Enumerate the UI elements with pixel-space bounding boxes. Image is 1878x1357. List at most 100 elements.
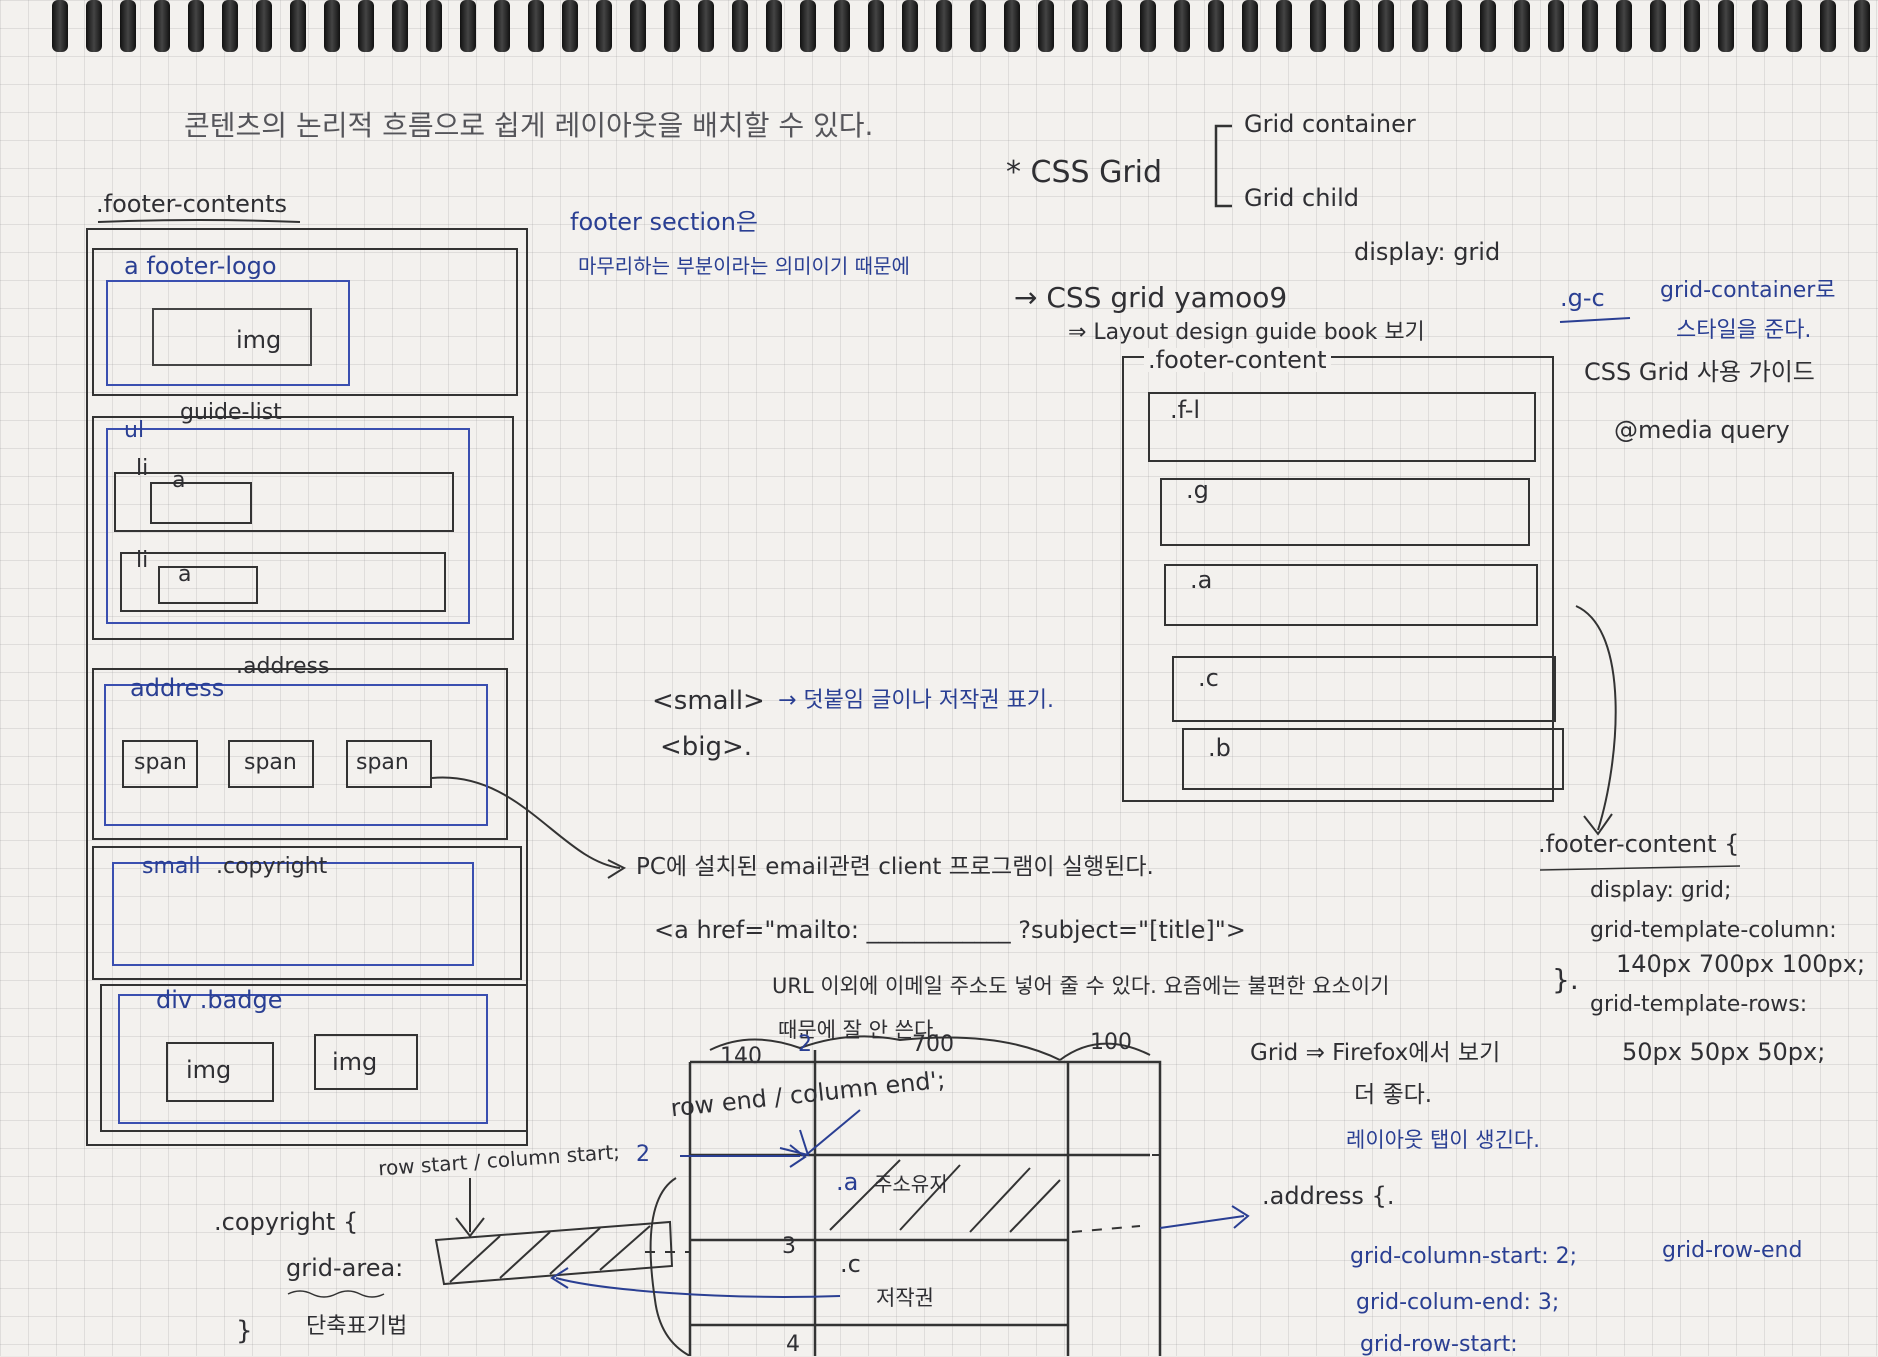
spiral-ring bbox=[120, 0, 136, 52]
span-box-3 bbox=[346, 740, 432, 788]
spiral-ring bbox=[1174, 0, 1190, 52]
footer-logo-label: a footer-logo bbox=[124, 252, 277, 280]
row-line-2: 2 bbox=[636, 1142, 650, 1167]
mailto-code: <a href="mailto: ____________ ?subject="… bbox=[654, 916, 1246, 944]
shorthand-note: 단축표기법 bbox=[306, 1314, 408, 1339]
spiral-ring bbox=[392, 0, 408, 52]
address-css-selector: .address {. bbox=[1262, 1182, 1395, 1210]
footer-css-rows-prop: grid-template-rows: bbox=[1590, 992, 1808, 1017]
spiral-ring bbox=[766, 0, 782, 52]
li-label-2: li bbox=[136, 548, 149, 573]
grid-row-f-l bbox=[1148, 392, 1536, 462]
footer-content-box bbox=[1122, 356, 1554, 802]
spiral-ring bbox=[1480, 0, 1496, 52]
url-note-1: URL 이외에 이메일 주소도 넣어 줄 수 있다. 요즘에는 불편한 요소이기 bbox=[772, 974, 1390, 998]
mail-client-note: PC에 설치된 email관련 client 프로그램이 실행된다. bbox=[636, 854, 1154, 880]
spiral-ring bbox=[188, 0, 204, 52]
small-tag-desc: → 덧붙임 글이나 저작권 표기. bbox=[778, 688, 1055, 713]
grid-row-b-label: .b bbox=[1208, 734, 1231, 762]
spiral-ring bbox=[1752, 0, 1768, 52]
small-outer-box bbox=[92, 846, 522, 980]
footer-css-close: }. bbox=[1552, 963, 1579, 996]
li-box-1 bbox=[114, 472, 454, 532]
grid-cell-a-note: 주소유지 bbox=[874, 1172, 948, 1196]
spiral-ring bbox=[868, 0, 884, 52]
address-css-col-end: grid-colum-end: 3; bbox=[1356, 1290, 1560, 1315]
badge-img-box-1 bbox=[166, 1042, 274, 1102]
grid-row-g bbox=[1160, 478, 1530, 546]
address-label: address bbox=[130, 674, 225, 702]
li-label-1: li bbox=[136, 456, 149, 481]
copyright-css-grid-area: grid-area: bbox=[286, 1254, 404, 1282]
li-anchor-box-2 bbox=[158, 566, 258, 604]
copyright-css-close: } bbox=[236, 1316, 253, 1346]
spiral-ring bbox=[460, 0, 476, 52]
spiral-ring bbox=[154, 0, 170, 52]
yamoo-note: → CSS grid yamoo9 bbox=[1014, 281, 1288, 314]
footer-logo-box bbox=[92, 248, 518, 396]
grid-row-g-label: .g bbox=[1186, 476, 1209, 504]
spiral-ring bbox=[1004, 0, 1020, 52]
spiral-ring bbox=[1242, 0, 1258, 52]
copyright-class-label: .copyright bbox=[216, 854, 328, 879]
spiral-ring bbox=[1072, 0, 1088, 52]
spiral-ring bbox=[1446, 0, 1462, 52]
ul-label: ul bbox=[124, 418, 145, 443]
copyright-css-selector: .copyright { bbox=[214, 1208, 359, 1236]
small-box bbox=[112, 862, 474, 966]
li-anchor-label-1: a bbox=[172, 468, 186, 493]
gc-note-1: grid-container로 bbox=[1660, 278, 1836, 303]
spiral-ring bbox=[834, 0, 850, 52]
badge-outer-box bbox=[100, 984, 528, 1132]
big-tag: <big>. bbox=[660, 732, 753, 762]
badge-img-label-1: img bbox=[186, 1056, 232, 1084]
footer-section-title: footer section은 bbox=[570, 208, 759, 236]
grid-cell-c-note: 저작권 bbox=[876, 1286, 934, 1310]
spiral-ring bbox=[970, 0, 986, 52]
logo-img-label: img bbox=[236, 326, 282, 354]
spiral-ring bbox=[1718, 0, 1734, 52]
grid-row-a-label: .a bbox=[1190, 566, 1213, 594]
footer-contents-box bbox=[86, 228, 528, 1146]
span-label-2: span bbox=[244, 750, 297, 775]
footer-content-label: .footer-content bbox=[1144, 348, 1331, 372]
spiral-ring bbox=[596, 0, 612, 52]
span-box-2 bbox=[228, 740, 314, 788]
spiral-ring bbox=[1276, 0, 1292, 52]
small-tag: <small> bbox=[652, 686, 765, 716]
spiral-ring bbox=[528, 0, 544, 52]
spiral-ring bbox=[1208, 0, 1224, 52]
row-line-4: 4 bbox=[786, 1332, 800, 1357]
spiral-ring bbox=[1684, 0, 1700, 52]
spiral-ring bbox=[1616, 0, 1632, 52]
spiral-ring bbox=[256, 0, 272, 52]
address-outer-box bbox=[92, 668, 508, 840]
spiral-ring bbox=[800, 0, 816, 52]
spiral-ring bbox=[1140, 0, 1156, 52]
spiral-ring bbox=[664, 0, 680, 52]
col-width-700: 700 bbox=[912, 1032, 954, 1057]
badge-img-label-2: img bbox=[332, 1048, 378, 1076]
li-box-2 bbox=[120, 552, 446, 612]
footer-css-rows-val: 50px 50px 50px; bbox=[1622, 1038, 1826, 1066]
guidebook-note: ⇒ Layout design guide book 보기 bbox=[1068, 320, 1425, 345]
spiral-ring bbox=[1820, 0, 1836, 52]
grid-row-a bbox=[1164, 564, 1538, 626]
small-label: small bbox=[142, 854, 201, 879]
firefox-note-1: Grid ⇒ Firefox에서 보기 bbox=[1250, 1040, 1501, 1066]
grid-child-label: Grid child bbox=[1244, 184, 1359, 212]
li-anchor-box-1 bbox=[150, 482, 252, 524]
display-grid-note: display: grid bbox=[1354, 238, 1501, 266]
spiral-binding bbox=[0, 0, 1878, 60]
spiral-ring bbox=[902, 0, 918, 52]
spiral-ring bbox=[324, 0, 340, 52]
grid-cell-a-label: .a bbox=[836, 1168, 859, 1196]
spiral-ring bbox=[1378, 0, 1394, 52]
spiral-ring bbox=[1106, 0, 1122, 52]
spiral-ring bbox=[86, 0, 102, 52]
spiral-ring bbox=[358, 0, 374, 52]
badge-label: div .badge bbox=[156, 986, 283, 1014]
firefox-note-2: 더 좋다. bbox=[1354, 1082, 1433, 1108]
gc-label: .g-c bbox=[1560, 284, 1605, 312]
